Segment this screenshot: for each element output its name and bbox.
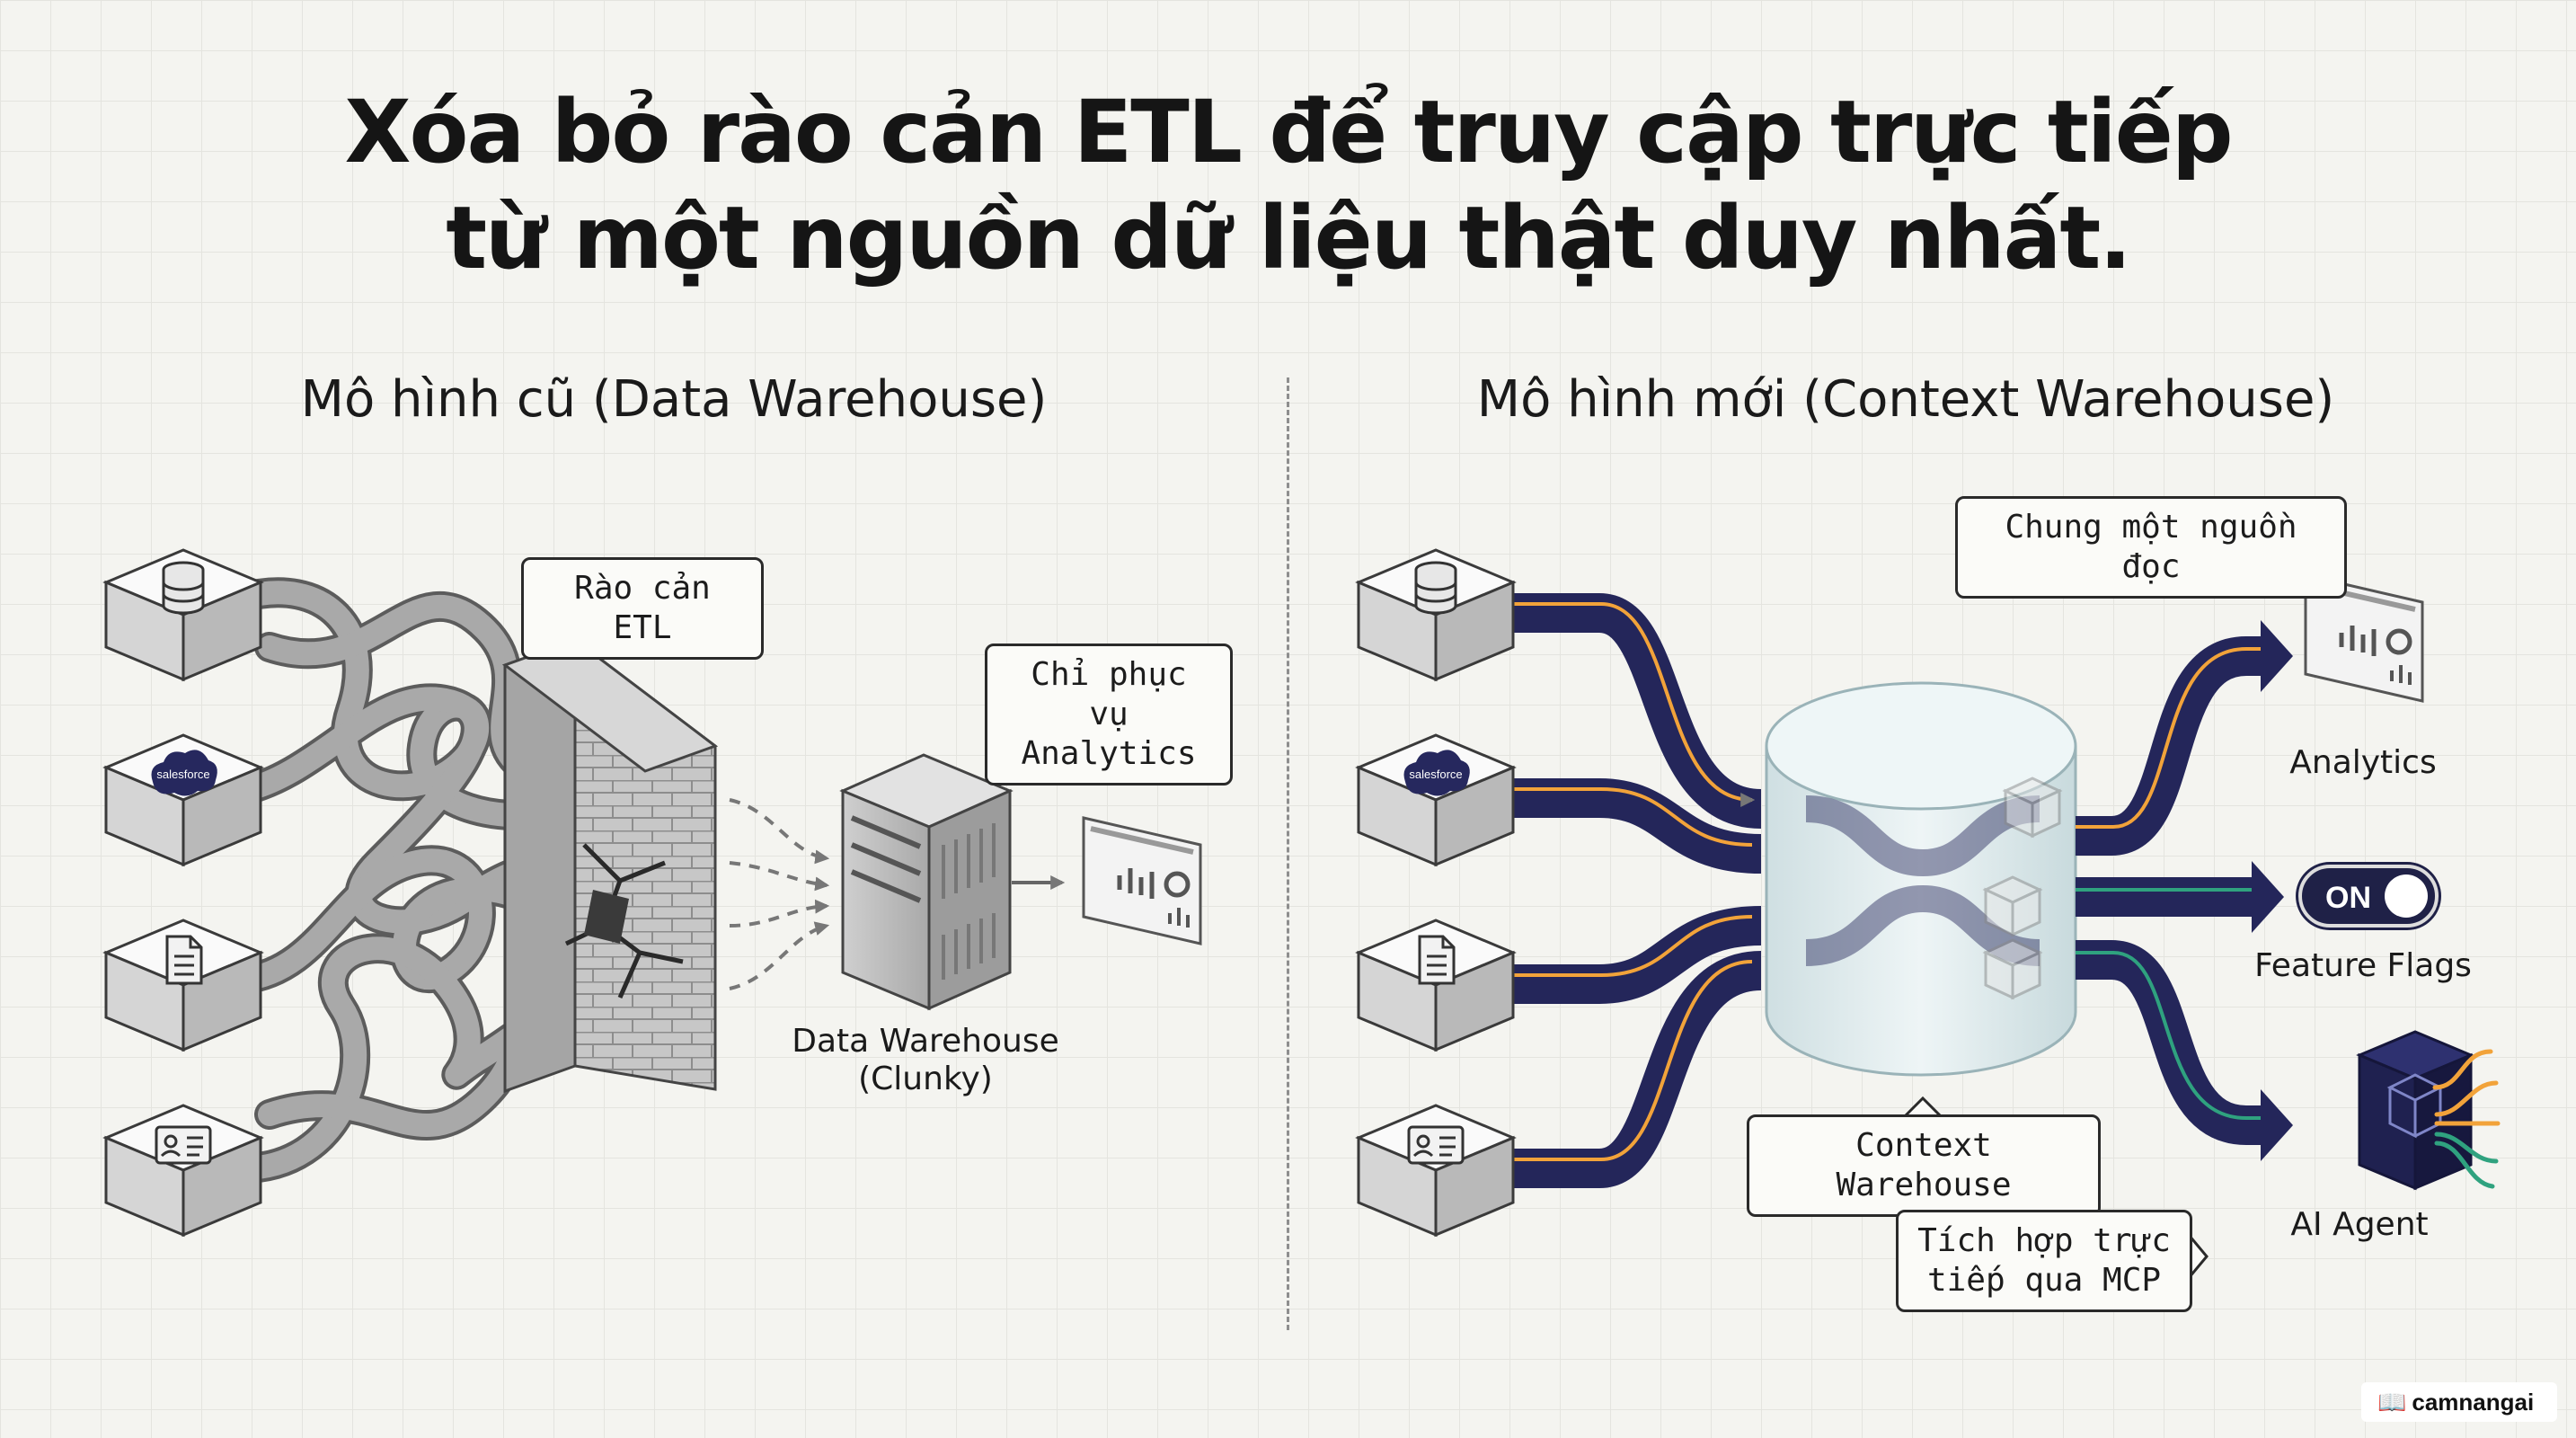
toggle-knob bbox=[2385, 874, 2428, 918]
document-icon bbox=[165, 935, 203, 985]
new-source-cubes: salesforce bbox=[1357, 548, 1515, 1237]
section-divider bbox=[1287, 377, 1289, 1330]
new-model-heading: Mô hình mới (Context Warehouse) bbox=[1476, 370, 2335, 429]
old-source-cubes: salesforce bbox=[104, 548, 262, 1237]
new-output-pipes bbox=[2076, 620, 2293, 1161]
title-line-2: từ một nguồn dữ liệu thật duy nhất. bbox=[446, 188, 2131, 288]
document-icon bbox=[1418, 935, 1456, 985]
data-warehouse-server bbox=[839, 753, 1014, 1011]
database-icon bbox=[1414, 561, 1457, 615]
context-warehouse-callout: Context Warehouse bbox=[1747, 1114, 2101, 1217]
page-title: Xóa bỏ rào cản ETL để truy cập trực tiếp… bbox=[0, 79, 2576, 291]
etl-dashed-arrows bbox=[729, 798, 830, 990]
etl-brick-wall bbox=[501, 636, 719, 1094]
analytics-label: Analytics bbox=[2289, 744, 2437, 781]
new-input-pipes bbox=[1513, 593, 1763, 1188]
old-model-heading: Mô hình cũ (Data Warehouse) bbox=[300, 370, 1048, 429]
old-analytics-dashboard-icon bbox=[1084, 818, 1200, 944]
id-card-icon bbox=[155, 1125, 212, 1165]
shared-source-callout: Chung một nguồn đọc bbox=[1955, 496, 2347, 599]
salesforce-logo-text: salesforce bbox=[1409, 768, 1462, 781]
ai-agent-rays bbox=[2432, 1049, 2501, 1189]
mcp-integration-callout: Tích hợp trực tiếp qua MCP bbox=[1896, 1210, 2192, 1312]
context-warehouse-cylinder bbox=[1765, 681, 2077, 1077]
id-card-icon bbox=[1407, 1125, 1465, 1165]
feature-flags-label: Feature Flags bbox=[2254, 947, 2472, 984]
watermark: 📖camnangai bbox=[2361, 1382, 2557, 1422]
watermark-text: camnangai bbox=[2412, 1389, 2535, 1416]
ai-agent-label: AI Agent bbox=[2290, 1206, 2429, 1243]
feature-flag-toggle[interactable]: ON bbox=[2298, 865, 2439, 928]
title-line-1: Xóa bỏ rào cản ETL để truy cập trực tiếp bbox=[344, 82, 2233, 182]
toggle-on-text: ON bbox=[2325, 881, 2371, 915]
analytics-only-callout: Chỉ phục vụ Analytics bbox=[985, 644, 1233, 786]
data-warehouse-label: Data Warehouse (Clunky) bbox=[792, 1023, 1059, 1097]
book-icon: 📖 bbox=[2377, 1389, 2407, 1416]
salesforce-logo-text: salesforce bbox=[156, 768, 209, 781]
database-icon bbox=[162, 561, 205, 615]
etl-barrier-callout: Rào cản ETL bbox=[521, 557, 764, 660]
